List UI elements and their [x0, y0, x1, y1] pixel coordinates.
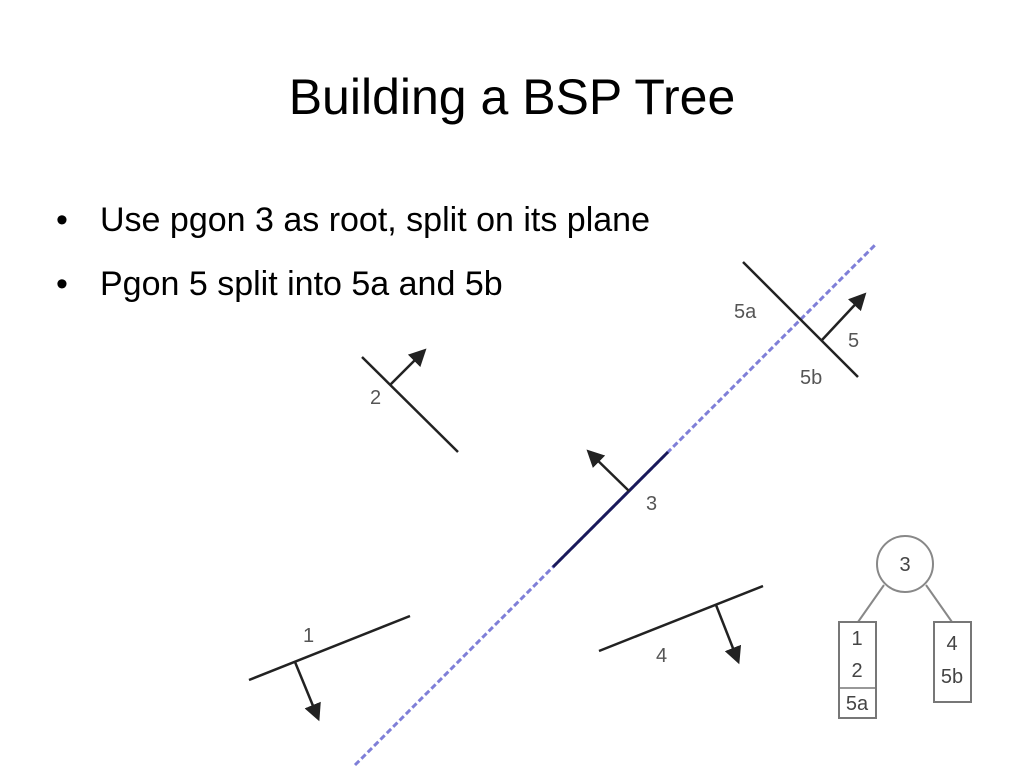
tree-edge-left: [857, 584, 885, 623]
bullet-icon: •: [56, 201, 68, 239]
tree-left-leaf: [838, 621, 877, 719]
polygon-1-normal-arrow: [293, 661, 321, 722]
polygon-5-label: 5: [848, 330, 859, 352]
bullet-item: • Pgon 5 split into 5a and 5b: [56, 252, 650, 316]
polygon-2-segment: [361, 356, 459, 453]
bullet-item: • Use pgon 3 as root, split on its plane: [56, 188, 650, 252]
polygon-1-segment: [248, 614, 411, 682]
polygon-2-label: 2: [370, 387, 381, 409]
polygon-4-normal-arrow: [714, 604, 742, 665]
split-plane-line: [353, 242, 878, 767]
tree-left-item: 2: [851, 660, 862, 682]
bullet-text: Use pgon 3 as root, split on its plane: [100, 201, 650, 239]
bullet-list: • Use pgon 3 as root, split on its plane…: [56, 188, 650, 316]
polygon-1-label: 1: [303, 625, 314, 647]
polygon-5-normal-arrow: [821, 292, 867, 341]
polygon-3-normal-arrow: [586, 449, 630, 492]
polygon-5a-label: 5a: [734, 301, 757, 323]
polygon-4-label: 4: [656, 645, 667, 667]
bullet-text: Pgon 5 split into 5a and 5b: [100, 265, 503, 303]
tree-left-item: 1: [851, 628, 862, 650]
polygon-3-segment: [551, 450, 670, 569]
bullet-icon: •: [56, 265, 68, 303]
polygon-5-segment: [742, 261, 859, 378]
polygon-4-segment: [598, 584, 764, 653]
tree-left-item: 5a: [846, 693, 869, 715]
tree-right-leaf: [933, 621, 972, 703]
tree-edge-right: [925, 584, 953, 623]
polygon-5b-label: 5b: [800, 367, 822, 389]
tree-right-item: 5b: [941, 666, 963, 688]
tree-root-node: [876, 535, 934, 593]
slide-title: Building a BSP Tree: [288, 69, 736, 125]
polygon-3-label: 3: [646, 493, 657, 515]
polygon-2-normal-arrow: [389, 348, 427, 386]
tree-root-label: 3: [899, 554, 910, 576]
tree-right-item: 4: [946, 633, 957, 655]
